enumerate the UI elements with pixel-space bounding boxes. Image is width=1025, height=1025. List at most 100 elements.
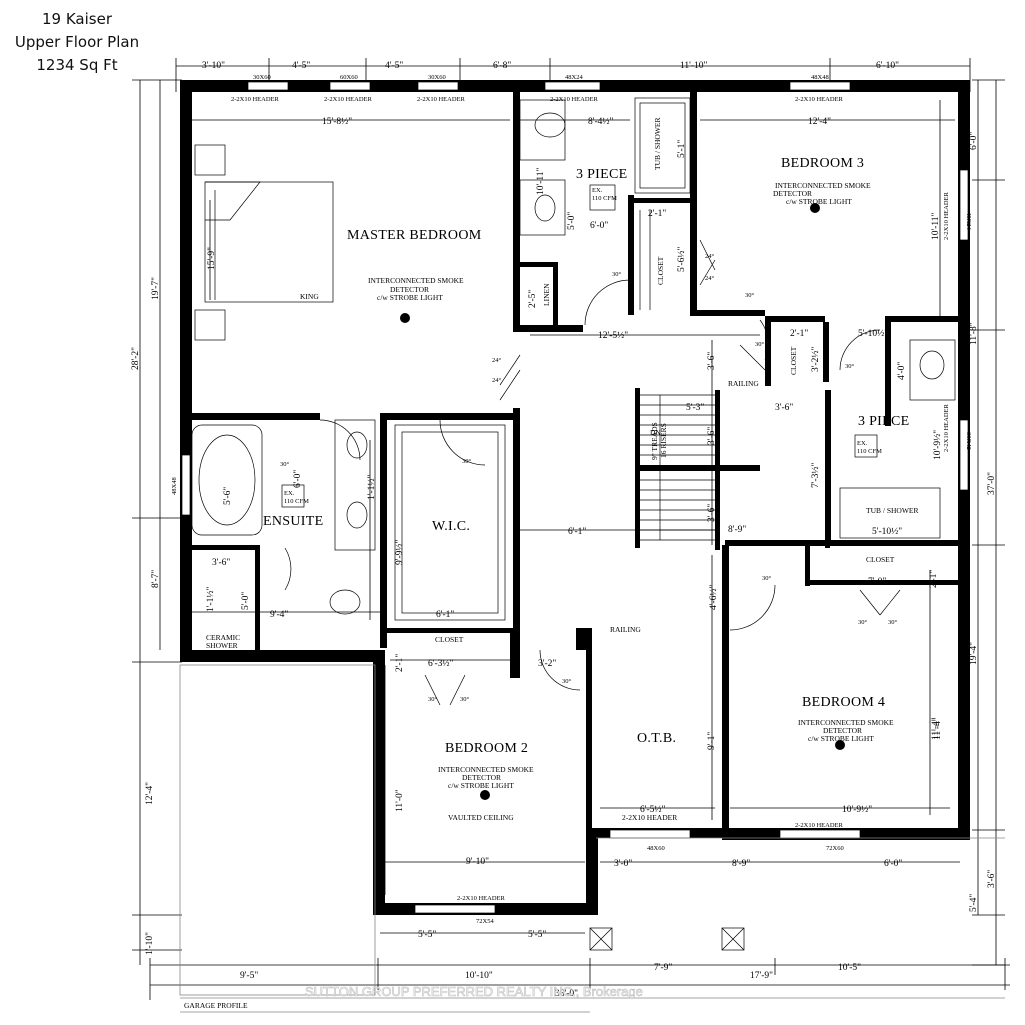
garage-profile [179,664,1005,1013]
windows [181,81,969,914]
dim-bot-3: 7'-9" [654,963,672,973]
note-header: 2-2X10 HEADER [417,96,466,103]
top-dimensions: 3'-10" 4'-5" 4'-5" 6'-8" 11'-10" 6'-10" [202,61,899,71]
note-railing: RAILING [728,379,759,388]
inner-dimensions: 15'-8½" 8'-4½" 12'-4" 15'-9" 10'-11" 5'-… [205,116,943,940]
exhaust-label: 110 CFM [592,195,617,202]
angle-label: 30° [460,696,470,703]
dim-right-0: 6'-0" [969,132,979,150]
window-label: 48X60 [647,845,665,852]
note-header: 2-2X10 HEADER [795,822,844,829]
angle-label: 30° [280,461,290,468]
note-ceramic: CERAMIC [206,633,240,642]
dim-top-0: 3'-10" [202,61,225,71]
dim-inner: 5'-1" [677,140,687,158]
dim-inner: 10'-9½" [842,804,872,815]
angle-label: 30° [762,575,772,582]
dim-inner: 6'-1" [436,610,454,620]
note-closet: CLOSET [435,635,464,644]
angle-label: 24° [492,357,502,364]
dim-inner: 2'-5" [528,290,538,308]
window-label: 30X60 [253,74,271,81]
dim-inner: 5'-10½" [872,526,902,537]
dim-left-2: 8'-7" [151,570,161,588]
dim-left-1: 28'-2" [131,347,141,370]
note-smoke: DETECTOR [823,726,862,735]
dim-inner: 5'-6" [223,487,233,505]
exhaust-label: 110 CFM [284,498,309,505]
window-label: 60X60 [340,74,358,81]
note-closet: CLOSET [866,555,895,564]
door-angles: 30° 30° 30° 30° 30° 30° 30° 30° 30° 30° … [280,253,898,703]
note-smoke: c/w STROBE LIGHT [808,734,874,743]
dim-inner: 9'-1" [707,732,717,750]
dim-inner: 3'-6" [707,352,717,370]
note-dn: DN [650,428,661,437]
angle-label: 30° [845,363,855,370]
room-3piece-right: 3 PIECE [858,414,910,429]
window-label: 72X60 [826,845,844,852]
note-header: 2-2X10 HEADER [622,813,677,822]
angle-label: 30° [858,619,868,626]
note-smoke: DETECTOR [462,773,501,782]
dim-inner: 7'-0" [868,577,886,587]
angle-label: 30° [462,458,472,465]
dim-left-4: 1'-10" [145,932,155,955]
note-smoke: INTERCONNECTED SMOKE [798,718,894,727]
note-smoke: c/w STROBE LIGHT [448,781,514,790]
exhaust-label: EX. [857,440,868,447]
dim-inner: 8'-9" [728,525,746,535]
window-label: 30X42 [965,432,972,450]
bottom-dimensions: 9'-5" 10'-10" 38'-0" 7'-9" 17'-9" 10'-5" [240,963,861,999]
dim-inner: 11'-4" [933,717,943,740]
plan-notes: INTERCONNECTED SMOKE DETECTOR c/w STROBE… [184,118,919,1011]
plan-address: 19 Kaiser [42,10,112,28]
dim-top-1: 4'-5" [292,61,310,71]
exhaust-label: EX. [284,490,295,497]
dim-inner: 8'-4½" [588,116,614,127]
note-railing: RAILING [610,625,641,634]
staircase [640,394,715,541]
dim-inner: 10'-9½" [932,430,943,460]
plan-title: Upper Floor Plan [14,33,140,51]
window-label: 48X24 [965,212,972,230]
dim-left-0: 19'-7" [151,277,161,300]
dim-inner: 10'-11" [536,167,546,195]
dim-right-1: 10'-11" [931,212,941,240]
note-ceramic: SHOWER [206,641,238,650]
note-garage: GARAGE PROFILE [184,1001,248,1010]
dim-inner: 3'-6" [775,403,793,413]
note-closet: CLOSET [656,256,665,285]
dim-inner: 5'-0" [567,212,577,230]
dim-inner: 9'-10" [466,857,489,867]
note-tub: TUB / SHOWER [866,506,919,515]
angle-label: 30° [428,696,438,703]
note-tub: TUB / SHOWER [653,118,662,171]
dim-inner: 6'-0" [590,221,608,231]
dim-inner: 2'-1" [790,329,808,339]
dim-inner: 15'-8½" [322,116,352,127]
note-header: 2-2X10 HEADER [550,96,599,103]
room-master-bedroom: MASTER BEDROOM [347,228,482,243]
window-label: 48X48 [811,74,829,81]
dim-right-3: 37'-0" [987,472,997,495]
room-wic: W.I.C. [432,519,470,534]
angle-label: 30° [745,292,755,299]
note-smoke: DETECTOR [390,285,429,294]
interior-walls [190,92,965,835]
dim-top-5: 6'-10" [876,61,899,71]
exhaust-label: EX. [592,187,603,194]
room-ensuite: ENSUITE [263,514,323,529]
dim-inner: 12'-5½" [598,330,628,341]
dim-inner: 2'-1" [395,654,405,672]
dim-inner: 3'-2½" [810,346,821,372]
dim-top-2: 4'-5" [385,61,403,71]
room-bedroom-3: BEDROOM 3 [781,156,864,171]
dim-inner: 6'-1" [568,527,586,537]
dim-top-4: 11'-10" [680,61,708,71]
note-smoke: INTERCONNECTED SMOKE [368,276,464,285]
room-otb: O.T.B. [637,731,676,746]
exhaust-label: 110 CFM [857,448,882,455]
dimension-lines [132,58,1010,1000]
plan-area: 1234 Sq Ft [36,56,118,74]
